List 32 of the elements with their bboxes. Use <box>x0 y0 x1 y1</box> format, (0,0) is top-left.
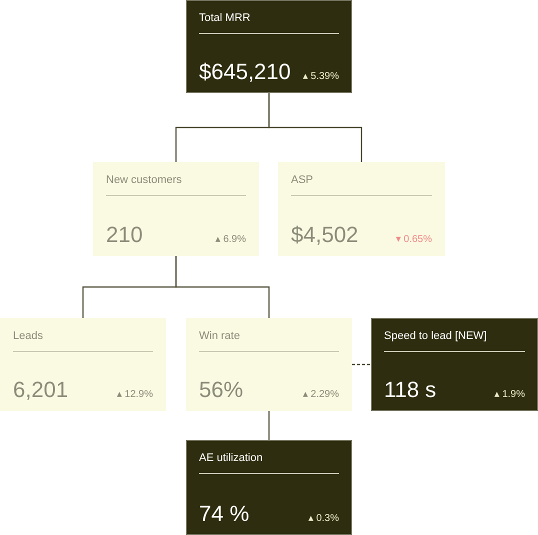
dashed-connector <box>352 364 371 366</box>
metric-card <box>186 0 352 93</box>
change-percent: ▴ 1.9% <box>494 389 525 401</box>
metric-title: New customers <box>106 174 182 187</box>
metric-card <box>371 318 538 411</box>
change-percent: ▴ 6.9% <box>215 234 246 246</box>
metric-title: Leads <box>13 330 43 343</box>
metric-card <box>186 440 352 535</box>
metric-card <box>93 162 259 256</box>
metric-title: ASP <box>291 174 314 187</box>
change-percent: ▴ 2.29% <box>302 389 339 401</box>
change-percent: ▴ 0.3% <box>308 513 339 525</box>
change-percent: ▴ 12.9% <box>116 389 153 401</box>
metric-card <box>186 318 352 411</box>
metric-value: 56% <box>199 378 244 402</box>
metric-value: $645,210 <box>199 60 291 84</box>
metric-title: Total MRR <box>199 12 250 25</box>
metric-value: $4,502 <box>291 223 358 247</box>
metric-title: Speed to lead [NEW] <box>384 330 487 343</box>
metric-card <box>0 318 166 411</box>
connector-line <box>268 411 270 440</box>
change-percent: ▾ 0.65% <box>396 234 432 246</box>
metric-value: 74 % <box>199 502 250 526</box>
metric-card <box>278 162 445 256</box>
connector-line <box>175 256 270 318</box>
metric-title: AE utilization <box>199 452 263 465</box>
connector-line <box>268 93 362 162</box>
metric-value: 118 s <box>384 378 436 402</box>
metric-title: Win rate <box>199 330 240 343</box>
metric-value: 6,201 <box>13 378 68 402</box>
metric-value: 210 <box>106 223 143 247</box>
change-percent: ▴ 5.39% <box>302 71 339 83</box>
